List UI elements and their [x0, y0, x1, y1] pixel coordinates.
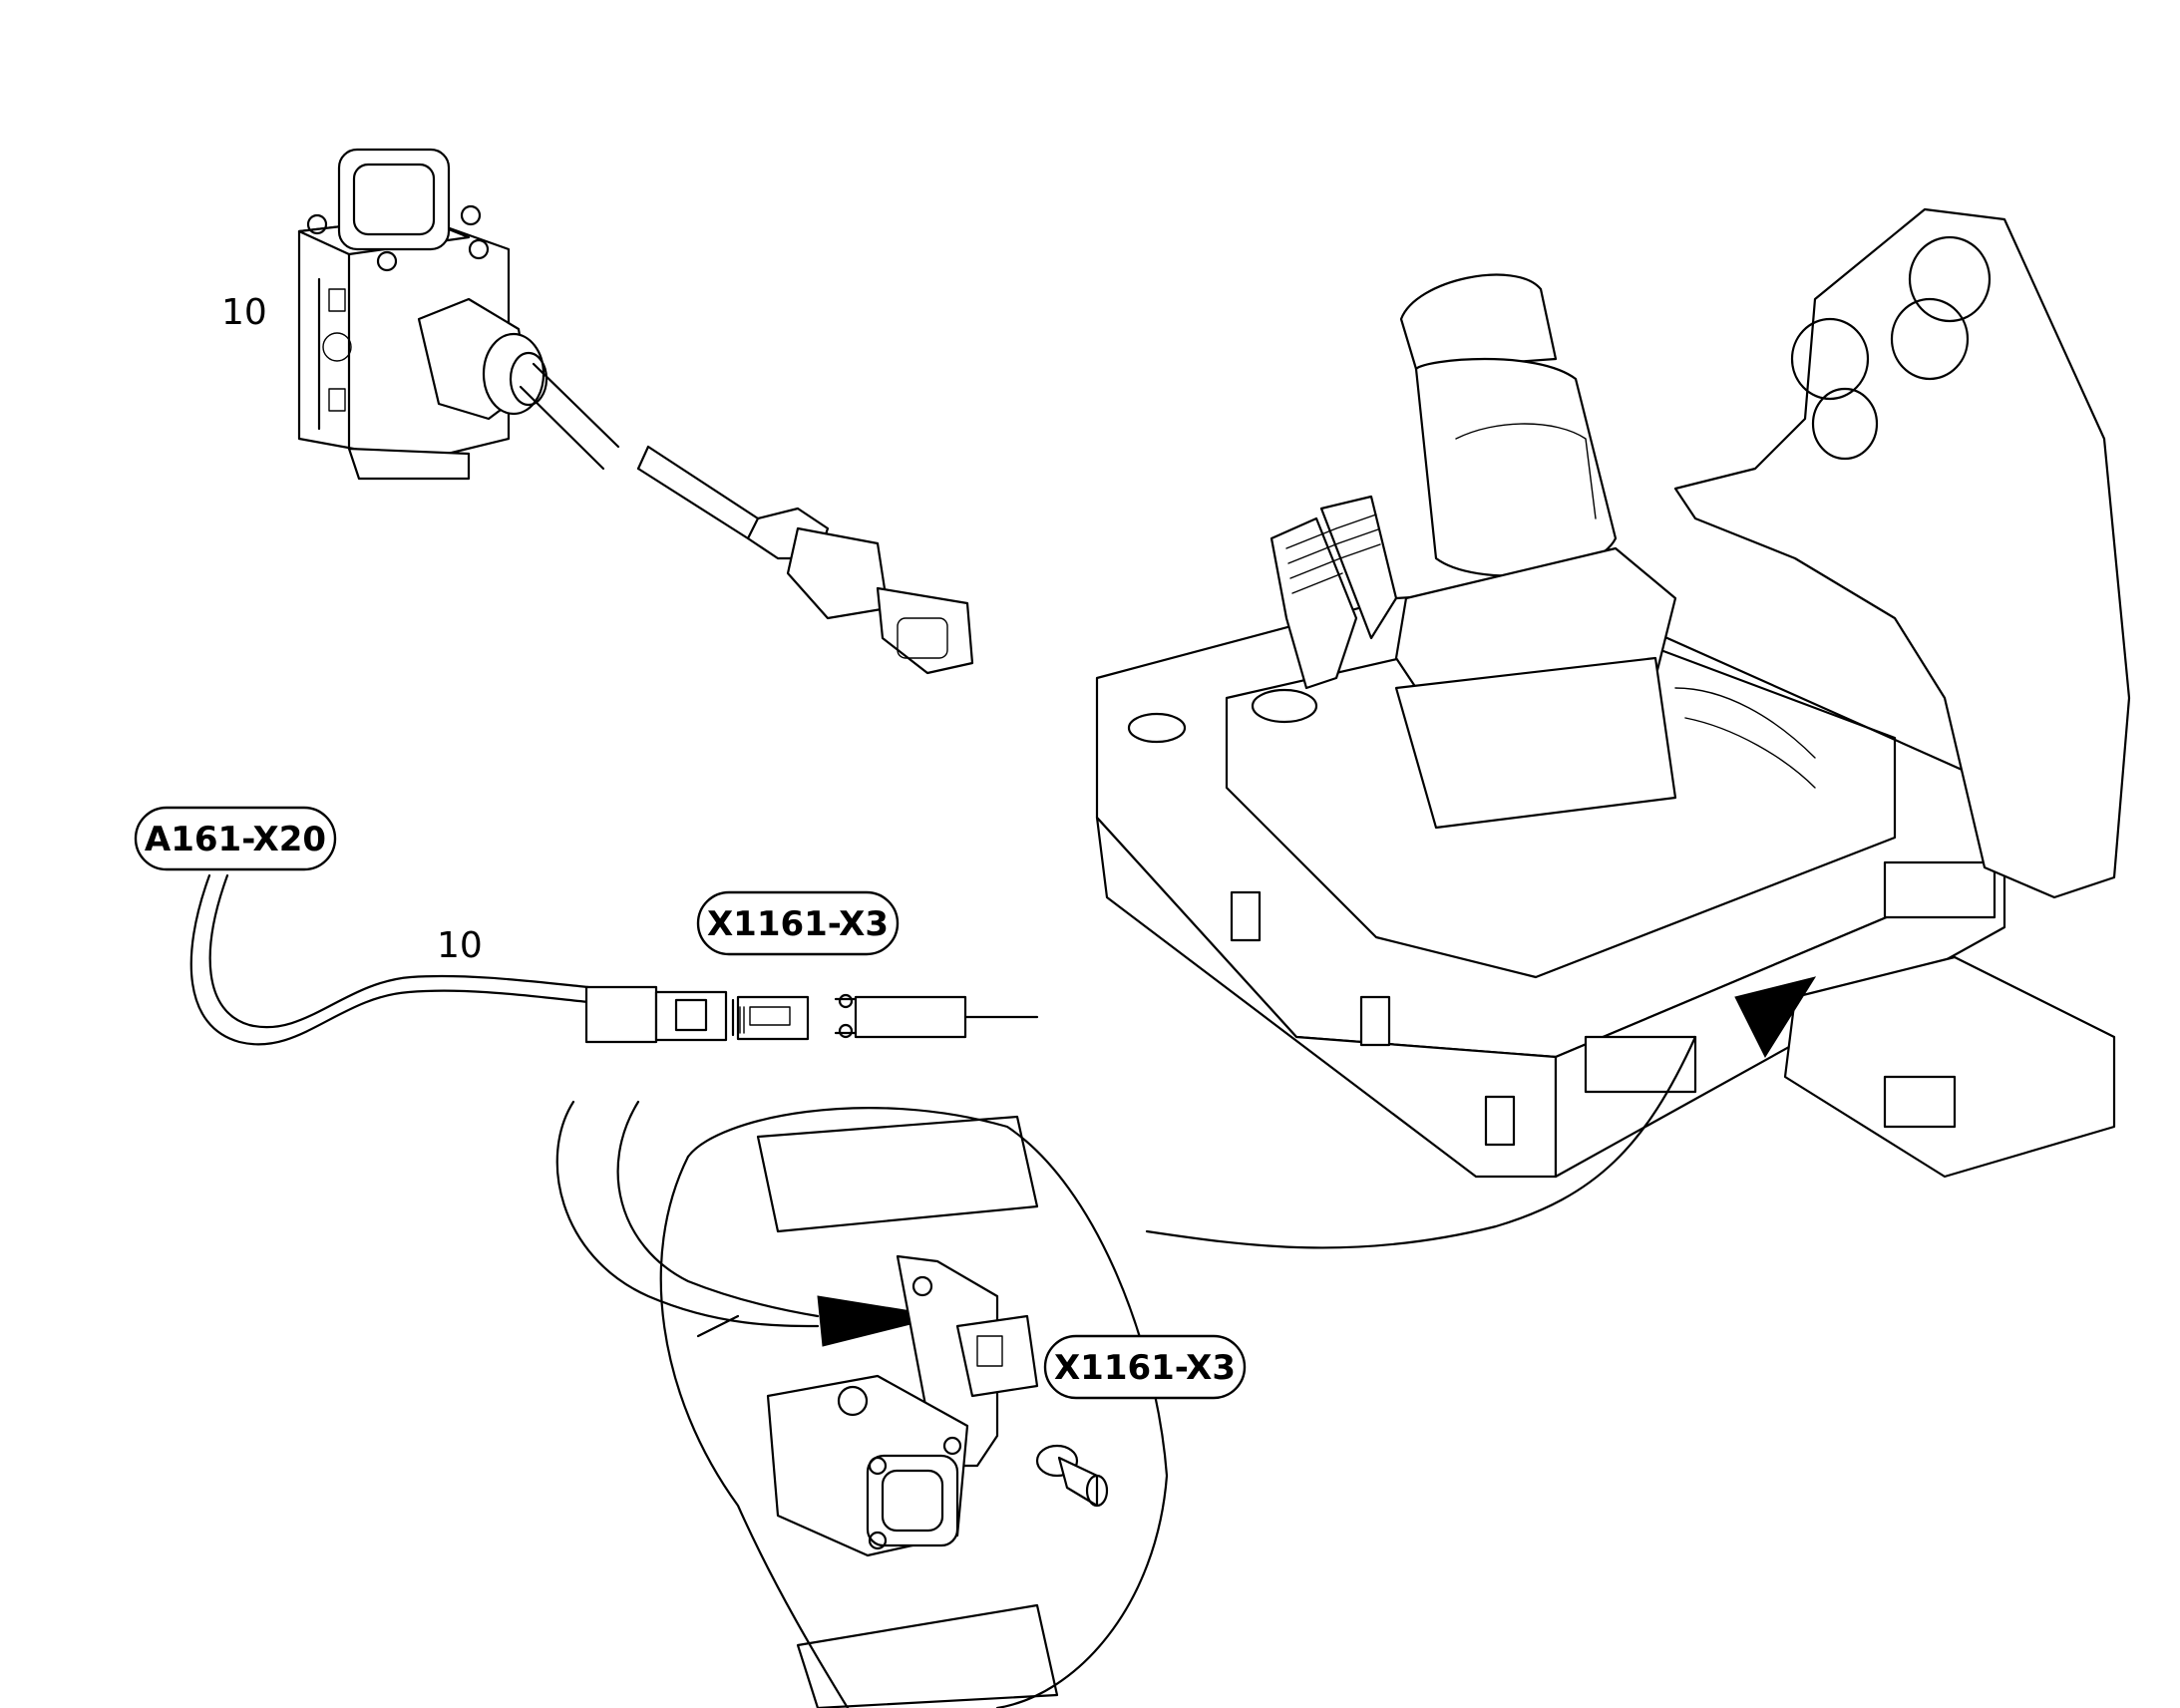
callout-x1161-x3-top: X1161-X3 [696, 890, 900, 956]
sensor-assembly [297, 148, 974, 675]
item-number-top: 10 [221, 292, 267, 333]
item-number-mid: 10 [437, 925, 483, 966]
callout-a161-x20: A161-X20 [134, 806, 337, 871]
machine-chassis [1095, 207, 2131, 1249]
detail-view [555, 1100, 1169, 1708]
callout-x1161-x3-bottom: X1161-X3 [1043, 1334, 1247, 1400]
cable-connector [189, 873, 1039, 1046]
svg-text:A161-X20: A161-X20 [145, 820, 326, 859]
svg-text:X1161-X3: X1161-X3 [707, 904, 889, 944]
svg-text:X1161-X3: X1161-X3 [1054, 1348, 1236, 1388]
